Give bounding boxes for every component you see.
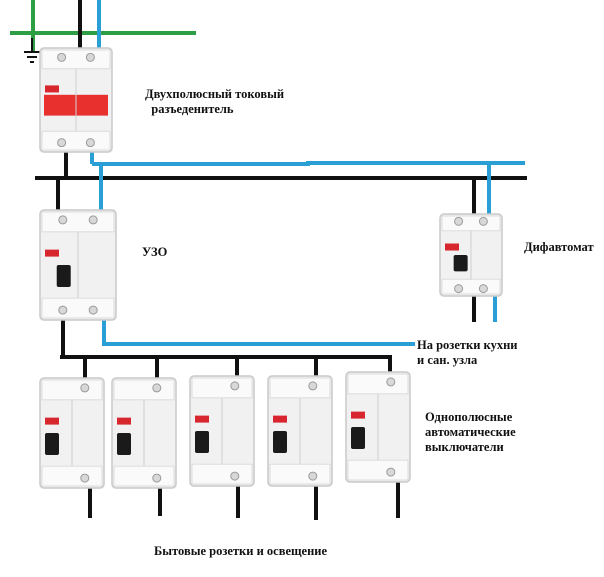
rcbo-device	[439, 213, 503, 297]
label-rcd: УЗО	[142, 245, 168, 259]
abb-logo-icon	[117, 417, 131, 425]
handle-icon	[117, 433, 131, 455]
neutral-bus	[92, 161, 525, 166]
abb-logo-icon	[195, 415, 209, 423]
handle-icon	[56, 265, 71, 287]
breaker-3-device	[189, 375, 255, 487]
breaker-4-device	[267, 375, 333, 487]
abb-logo-icon	[351, 411, 365, 419]
breaker-2-device	[111, 377, 177, 489]
breaker-1-device	[39, 377, 105, 489]
devices-layer	[39, 47, 503, 489]
label-single-pole-breakers: Однополюсные автоматические выключатели	[425, 410, 516, 454]
bipolar-disconnector-device	[39, 47, 113, 153]
handle-icon	[273, 431, 287, 453]
label-rcbo: Дифавтомат	[524, 240, 594, 254]
label-household-outlets: Бытовые розетки и освещение	[154, 544, 328, 558]
abb-logo-icon	[45, 85, 59, 93]
label-kitchen-outlets: На розетки кухни и сан. узла	[417, 338, 518, 367]
label-bipolar-disconnector: Двухполюсный токовый разъеденитель	[145, 87, 285, 116]
abb-logo-icon	[445, 243, 459, 251]
abb-logo-icon	[45, 249, 59, 257]
handle-icon	[45, 433, 59, 455]
ground-symbol-icon	[24, 38, 40, 63]
handle-icon	[453, 255, 468, 272]
rcd-device	[39, 209, 117, 321]
abb-logo-icon	[273, 415, 287, 423]
handle-icon	[351, 427, 365, 449]
breaker-5-device	[345, 371, 411, 483]
abb-logo-icon	[45, 417, 59, 425]
rcd-out-neutral	[102, 318, 415, 346]
handle-icon	[195, 431, 209, 453]
